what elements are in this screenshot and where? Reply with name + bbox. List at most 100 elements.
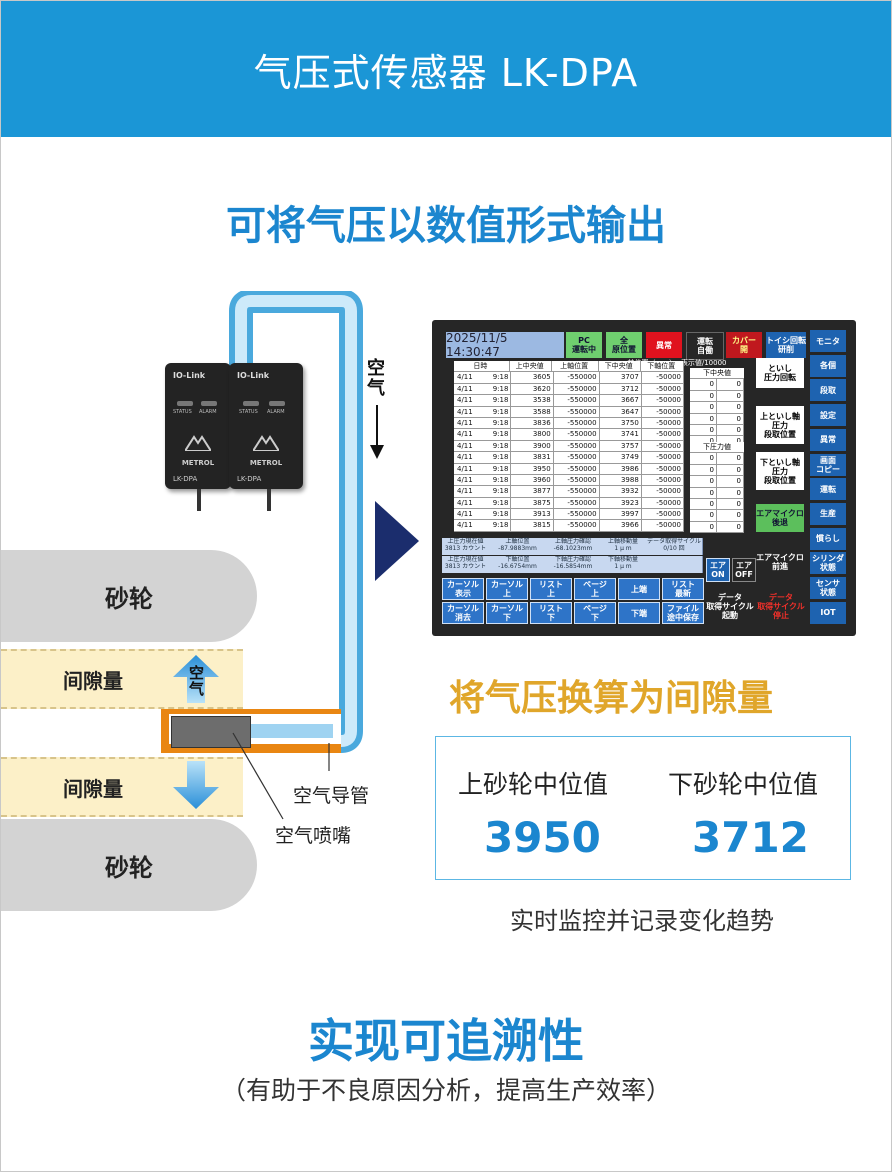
hmi-mid-button[interactable]: 上といし軸 圧力 段取位置: [756, 406, 804, 444]
hmi-side-button[interactable]: 慣らし: [810, 527, 846, 550]
hmi-mid-button[interactable]: 下といし軸 圧力 段取位置: [756, 452, 804, 490]
mini-table-cell: 0: [690, 498, 717, 510]
hmi-side-button[interactable]: IOT: [810, 601, 846, 624]
table-cell: 4/11: [457, 384, 473, 393]
hmi-status-label: 異常: [656, 340, 672, 350]
hmi-side-button[interactable]: シリンダ 状態: [810, 552, 846, 575]
hmi-status-home[interactable]: 全 原位置: [606, 332, 642, 358]
hmi-nav-button[interactable]: 上端: [618, 578, 660, 600]
hmi-status-auto[interactable]: 運転 自働: [686, 332, 724, 360]
table-cell: 9:18: [479, 463, 512, 474]
table-cell: 3749: [600, 452, 642, 463]
table-cell: -50000: [642, 440, 684, 452]
hmi-nav-button[interactable]: 下端: [618, 602, 660, 624]
hmi-status-pc-running[interactable]: PC 運転中: [566, 332, 602, 358]
hmi-info-cell: 上圧力現在値 3813 カウント: [442, 556, 490, 573]
hmi-nav-button[interactable]: リスト 下: [530, 602, 572, 624]
sensor-manufacturer: METROL: [249, 459, 283, 467]
table-cell: 4/11: [457, 373, 473, 382]
sensor-cable-right: [267, 489, 271, 511]
lower-median-value: 3712: [692, 813, 809, 862]
table-cell: 3932: [600, 486, 642, 497]
pointer-triangle-icon: [375, 501, 419, 581]
table-cell: 3757: [600, 440, 642, 452]
table-cell: 9:18: [479, 474, 512, 486]
hmi-nav-button[interactable]: ファイル 途中保存: [662, 602, 704, 624]
hmi-side-button[interactable]: 異常: [810, 428, 846, 451]
table-cell: -550000: [554, 372, 600, 383]
table-cell: 4/11: [457, 396, 473, 405]
hmi-status-cover[interactable]: カバー 開: [726, 332, 762, 358]
table-cell: 9:18: [479, 509, 512, 520]
air-tube-inner: [235, 295, 357, 747]
table-cell: 3988: [600, 474, 642, 486]
stats-box: 上砂轮中位值 3950 下砂轮中位值 3712: [435, 736, 851, 880]
hmi-side-button[interactable]: 設定: [810, 404, 846, 427]
mini-table-cell: 0: [690, 413, 717, 424]
mini-table-cell: 0: [717, 379, 744, 390]
hmi-status-label: 全 原位置: [612, 336, 636, 354]
sensor-unit-right: IO-Link STATUS ALARM METROL LK-DPA: [229, 363, 303, 489]
hmi-side-button[interactable]: 各個: [810, 354, 846, 377]
hmi-side-button[interactable]: 運転: [810, 478, 846, 501]
hmi-side-button[interactable]: 段取: [810, 379, 846, 402]
hmi-air-on-button[interactable]: エア ON: [706, 558, 730, 582]
mini-table-cell: 0: [717, 510, 744, 521]
hmi-mid-button[interactable]: エアマイクロ 前進: [756, 548, 804, 576]
hmi-side-button[interactable]: 生産: [810, 502, 846, 525]
gap-label-upper: 间隙量: [63, 669, 123, 693]
sensor-model: LK-DPA: [237, 475, 262, 483]
hmi-status-alarm[interactable]: 異常: [646, 332, 682, 358]
hmi-data-stop-button[interactable]: データ 取得サイクル 停止: [756, 584, 806, 628]
hmi-nav-button[interactable]: カーソル 下: [486, 602, 528, 624]
mini-table-title: 下中央値: [690, 368, 744, 380]
hmi-nav-button[interactable]: カーソル 表示: [442, 578, 484, 600]
nozzle-tube-end: [249, 724, 333, 738]
header-banner: 气压式传感器 LK-DPA: [1, 1, 891, 137]
hmi-mid-button[interactable]: エアマイクロ 後退: [756, 504, 804, 532]
hmi-nav-button[interactable]: カーソル 消去: [442, 602, 484, 624]
hmi-nav-button[interactable]: ページ 上: [574, 578, 616, 600]
mini-table-cell: 0: [690, 487, 717, 498]
nozzle-label: 空气喷嘴: [275, 825, 352, 847]
table-cell: 9:18: [479, 440, 512, 452]
io-link-logo: IO-Link: [237, 371, 270, 380]
hmi-side-button[interactable]: 画面 コピー: [810, 453, 846, 476]
table-cell: 3966: [600, 520, 642, 531]
hmi-side-button[interactable]: モニタ: [810, 330, 846, 352]
table-cell: -550000: [554, 463, 600, 474]
hmi-data-stop-label: データ 取得サイクル 停止: [757, 592, 805, 620]
sensor-manufacturer: METROL: [181, 459, 215, 467]
table-cell: 9:18: [479, 406, 512, 417]
hmi-nav-button[interactable]: リスト 上: [530, 578, 572, 600]
hmi-data-start-button[interactable]: データ 取得サイクル 起動: [706, 584, 754, 628]
hmi-nav-button[interactable]: カーソル 上: [486, 578, 528, 600]
hmi-status-wheel[interactable]: トイシ回転 研削: [766, 332, 806, 358]
hmi-datetime: 2025/11/5 14:30:47: [446, 331, 564, 359]
air-down-blue-arrow-icon: [173, 761, 219, 809]
hmi-air-off-button[interactable]: エア OFF: [732, 558, 756, 582]
table-cell: -550000: [554, 406, 600, 417]
table-cell: -550000: [554, 509, 600, 520]
table-cell: 9:18: [479, 395, 512, 406]
hmi-nav-button[interactable]: リスト 最新: [662, 578, 704, 600]
hmi-side-button[interactable]: センサ 状態: [810, 577, 846, 599]
hmi-mid-button[interactable]: といし 圧力回転: [756, 358, 804, 388]
hmi-nav-button[interactable]: ページ 下: [574, 602, 616, 624]
